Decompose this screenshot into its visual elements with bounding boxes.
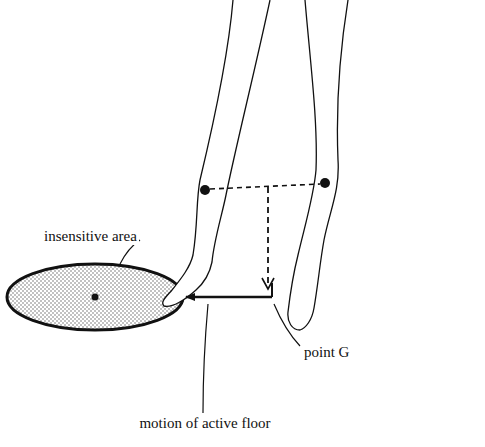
leader-line — [274, 304, 300, 346]
label-text: insensitive area — [42, 228, 139, 245]
label-text: motion of active floor — [137, 415, 272, 432]
point-g-tick — [271, 283, 273, 297]
dashed-line — [210, 184, 320, 189]
knee-dot — [200, 185, 210, 195]
leader-line — [203, 304, 208, 413]
knee-dot — [320, 178, 330, 188]
front-leg — [163, 0, 270, 306]
motion-arrow — [186, 296, 272, 299]
dashed-line — [267, 187, 269, 284]
center-dot — [92, 294, 99, 301]
insensitive-area — [7, 264, 183, 330]
back-leg — [288, 0, 348, 330]
label-text: point G — [302, 344, 351, 361]
